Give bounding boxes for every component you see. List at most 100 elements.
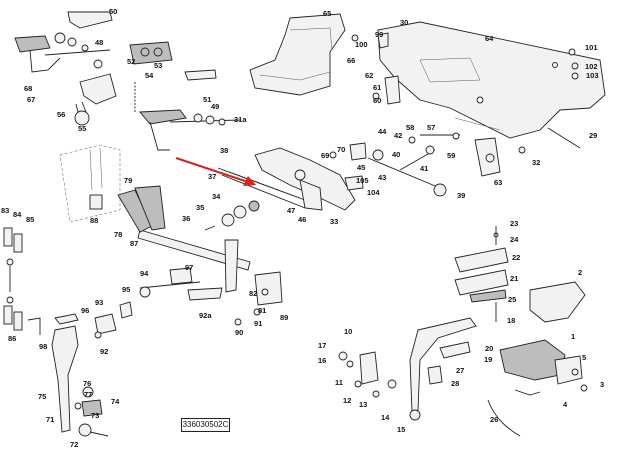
callout-61: 61 <box>373 83 381 92</box>
callout-44: 44 <box>378 127 387 136</box>
callout-19: 19 <box>484 355 492 364</box>
linkage-small-parts <box>54 267 283 339</box>
callout-17: 17 <box>318 341 326 350</box>
callout-77: 77 <box>84 390 92 399</box>
callout-97: 97 <box>185 263 193 272</box>
hand-lever-assembly <box>338 226 588 437</box>
callout-13: 13 <box>359 400 367 409</box>
callout-11: 11 <box>335 378 343 387</box>
callout-99: 99 <box>375 30 383 39</box>
left-pedal-lower <box>3 227 109 437</box>
callout-58: 58 <box>406 123 414 132</box>
callout-52: 52 <box>127 57 135 66</box>
callout-68: 68 <box>24 84 32 93</box>
callout-14: 14 <box>381 413 390 422</box>
callout-22: 22 <box>512 253 520 262</box>
floor-plate <box>377 21 606 139</box>
callout-92: 92 <box>100 347 108 356</box>
callout-33: 33 <box>330 217 338 226</box>
callout-100: 100 <box>355 40 368 49</box>
callout-18: 18 <box>507 316 515 325</box>
callout-69: 69 <box>321 151 329 160</box>
drawing-code-label: 336030502C <box>181 418 230 432</box>
callout-50: 50 <box>109 7 117 16</box>
callout-49: 49 <box>211 102 219 111</box>
callout-5: 5 <box>582 353 586 362</box>
callout-63: 63 <box>494 178 502 187</box>
callout-104: 104 <box>367 188 380 197</box>
callout-70: 70 <box>337 145 345 154</box>
cab-frame-outline <box>59 144 121 223</box>
highlight-arrow <box>175 157 256 186</box>
callout-41: 41 <box>420 164 428 173</box>
callout-103: 103 <box>586 71 599 80</box>
callout-48: 48 <box>95 38 103 47</box>
callout-54: 54 <box>145 71 154 80</box>
callout-29: 29 <box>589 131 597 140</box>
callout-98: 98 <box>39 342 47 351</box>
callout-43: 43 <box>378 173 386 182</box>
control-linkage-right <box>329 32 581 197</box>
callout-34: 34 <box>212 192 221 201</box>
callout-15: 15 <box>397 425 405 434</box>
callout-73: 73 <box>91 411 99 420</box>
callout-64: 64 <box>485 34 494 43</box>
callout-88: 88 <box>90 216 98 225</box>
callout-60: 60 <box>373 96 381 105</box>
callout-38: 38 <box>220 146 228 155</box>
callout-65: 65 <box>323 9 331 18</box>
callout-91: 91 <box>254 319 262 328</box>
callout-37: 37 <box>208 172 216 181</box>
callout-32: 32 <box>532 158 540 167</box>
callout-53: 53 <box>154 61 162 70</box>
brake-pedal-shaft <box>117 147 356 293</box>
callout-81: 81 <box>258 306 266 315</box>
callout-83: 83 <box>1 206 9 215</box>
callout-105: 105 <box>356 176 369 185</box>
callout-72: 72 <box>70 440 78 449</box>
callout-4: 4 <box>563 400 568 409</box>
callout-74: 74 <box>111 397 120 406</box>
callout-1: 1 <box>571 332 575 341</box>
callout-21: 21 <box>510 274 518 283</box>
callout-45: 45 <box>357 163 365 172</box>
callout-56: 56 <box>57 110 65 119</box>
pedal-assembly-top <box>14 11 241 151</box>
callout-20: 20 <box>485 344 493 353</box>
callout-67: 67 <box>27 95 35 104</box>
callout-86: 86 <box>8 334 16 343</box>
callout-82: 82 <box>249 289 257 298</box>
callout-79: 79 <box>124 176 132 185</box>
callout-35: 35 <box>196 203 204 212</box>
callout-62: 62 <box>365 71 373 80</box>
callout-66: 66 <box>347 56 355 65</box>
callout-87: 87 <box>130 239 138 248</box>
callout-26: 26 <box>490 415 498 424</box>
callout-12: 12 <box>343 396 351 405</box>
callout-94: 94 <box>140 269 149 278</box>
callout-16: 16 <box>318 356 326 365</box>
callout-39: 39 <box>457 191 465 200</box>
callout-84: 84 <box>13 210 22 219</box>
callout-90: 90 <box>235 328 243 337</box>
callout-42: 42 <box>394 131 402 140</box>
callout-101: 101 <box>585 43 598 52</box>
callout-102: 102 <box>585 62 598 71</box>
callout-57: 57 <box>427 123 435 132</box>
callout-85: 85 <box>26 215 34 224</box>
callout-78: 78 <box>114 230 122 239</box>
callout-10: 10 <box>344 327 352 336</box>
callout-96: 96 <box>81 306 89 315</box>
callout-92a: 92a <box>199 311 212 320</box>
callout-93: 93 <box>95 298 103 307</box>
callout-75: 75 <box>38 392 46 401</box>
callout-71: 71 <box>46 415 54 424</box>
callout-51: 51 <box>203 95 211 104</box>
callout-30: 30 <box>400 18 408 27</box>
callout-24: 24 <box>510 235 519 244</box>
callout-89: 89 <box>280 313 288 322</box>
callout-3: 3 <box>600 380 604 389</box>
callout-40: 40 <box>392 150 400 159</box>
